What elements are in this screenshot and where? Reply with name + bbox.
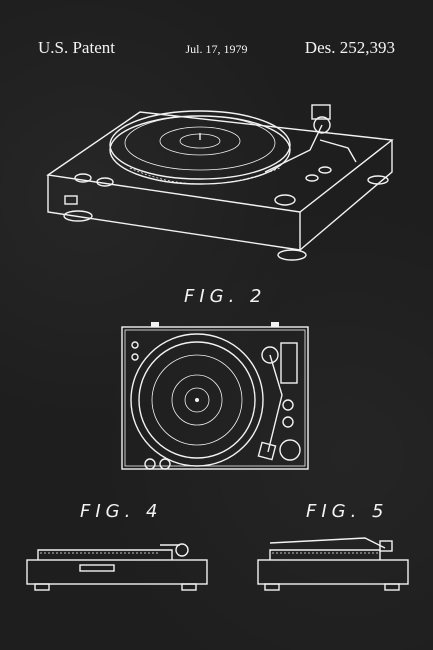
figure-label-5: FIG. 5	[306, 501, 389, 522]
figure-label-2: FIG. 2	[184, 286, 267, 307]
turntable-top-view-drawing	[121, 322, 309, 470]
turntable-perspective-drawing	[46, 104, 394, 261]
patent-header-left: U.S. Patent	[38, 38, 115, 57]
turntable-side-view-fig5	[257, 537, 409, 591]
patent-number: Des. 252,393	[304, 38, 395, 57]
figure-label-4: FIG. 4	[80, 501, 163, 522]
turntable-front-view-fig4	[26, 543, 208, 591]
patent-date: Jul. 17, 1979	[185, 42, 248, 56]
